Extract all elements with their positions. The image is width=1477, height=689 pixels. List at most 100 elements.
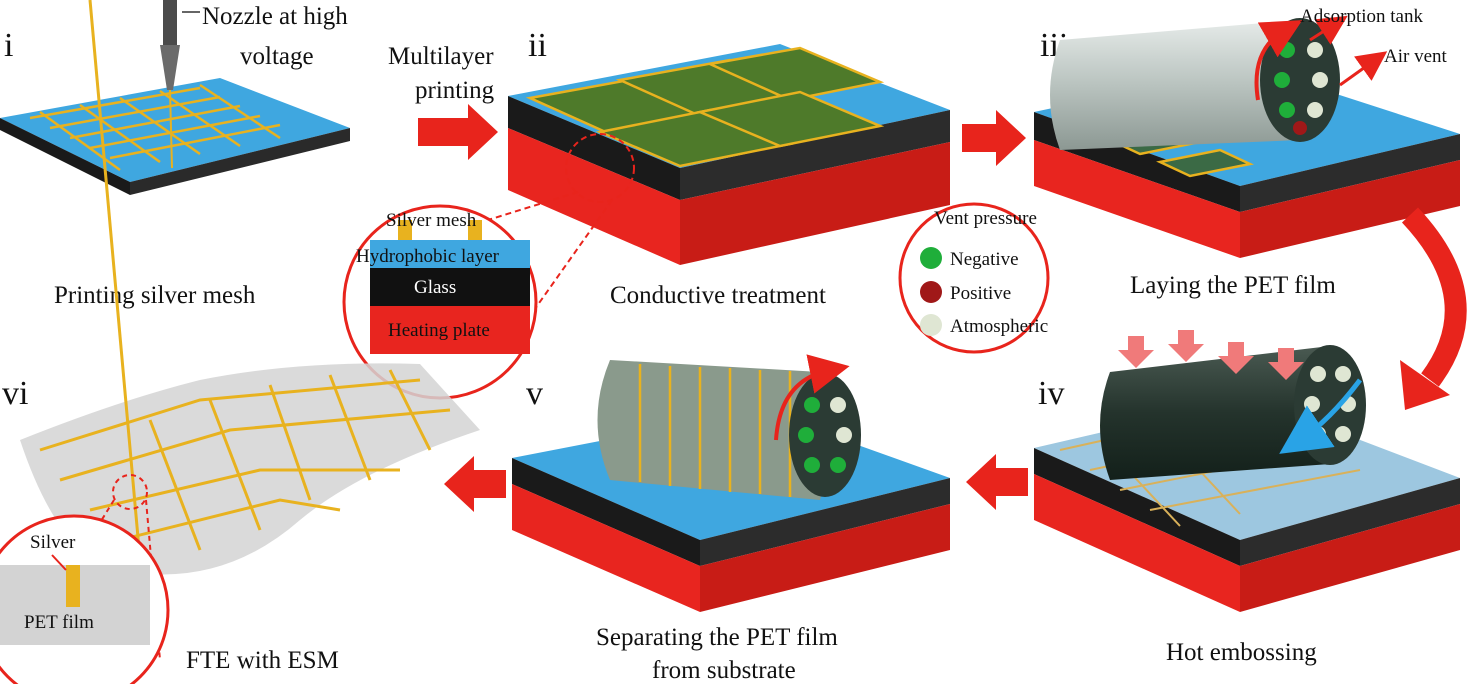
v-film-roller	[597, 360, 830, 500]
inset-heating-layer	[370, 306, 530, 354]
pet-inset-pet-label: PET film	[24, 612, 94, 633]
layer-stack-inset: Silver mesh Hydrophobic layer Glass Heat…	[342, 204, 538, 400]
silver-mesh-grid	[29, 83, 281, 172]
iii-heating-front	[1240, 160, 1460, 258]
arrow-i-to-ii	[418, 104, 498, 160]
panel-vi: vi FTE with ESM	[2, 0, 480, 674]
panel-vi-caption: FTE with ESM	[186, 647, 339, 674]
v-glass-front	[700, 478, 950, 566]
legend-atmospheric-label: Atmospheric	[950, 316, 1048, 337]
silver-mesh-block-right	[468, 220, 482, 242]
panel-i-numeral: i	[4, 27, 13, 64]
vi-mesh-on-film	[39, 0, 451, 561]
panel-v-numeral: v	[526, 375, 543, 412]
ii-silver-mesh	[525, 46, 885, 168]
panel-i-caption: Printing silver mesh	[54, 282, 256, 309]
panel-iv-caption: Hot embossing	[1166, 639, 1317, 666]
ii-heating-front	[680, 142, 950, 265]
inset-glass-label: Glass	[414, 277, 456, 298]
panel-v-caption-line1: Separating the PET film	[596, 624, 838, 651]
ii-glass-side	[508, 96, 680, 200]
panel-ii-caption: Conductive treatment	[610, 282, 826, 309]
arrow-v-to-vi	[444, 456, 506, 512]
vi-zoom-leader-1	[79, 499, 115, 556]
panel-iii: iii Adsorption tank Air vent Layi	[1034, 6, 1460, 299]
iii-roller	[1050, 15, 1388, 150]
legend-negative-label: Negative	[950, 249, 1019, 270]
panel-v-caption-line2: from substrate	[652, 657, 796, 684]
v-rotation-arrow	[774, 354, 850, 441]
silver-pointer	[51, 554, 67, 571]
arrow-ii-to-iii	[962, 110, 1026, 166]
multilayer-printing-step: Multilayer printing	[388, 43, 498, 160]
vent-pressure-legend: Vent pressure Negative Positive Atmosphe…	[898, 202, 1050, 354]
panel-i: i Nozzle at high voltage Printing silver…	[0, 0, 350, 309]
silver-mesh-block-left	[398, 220, 412, 242]
inset-silver-mesh-label: Silver mesh	[386, 210, 477, 231]
v-heating-front	[700, 504, 950, 612]
multilayer-label-line1: Multilayer	[388, 43, 494, 70]
glass-layer-front	[130, 128, 350, 195]
arrow-iii-to-iv-shaft	[1401, 207, 1467, 387]
ii-glass-front	[680, 110, 950, 200]
panel-v: v Separating the PET film from substrate	[512, 354, 950, 684]
iv-heating-side	[1034, 474, 1240, 612]
inset-heating-label: Heating plate	[388, 320, 490, 341]
iii-rotation-arrow	[1254, 20, 1303, 101]
ii-heating-side	[508, 128, 680, 265]
panel-iv: iv Hot embossing	[1034, 330, 1460, 666]
legend-title: Vent pressure	[934, 208, 1037, 229]
multilayer-label-line2: printing	[415, 77, 495, 104]
legend-circle	[898, 202, 1050, 354]
iv-glass-side	[1034, 448, 1240, 566]
air-vent-label: Air vent	[1384, 46, 1448, 67]
hydrophobic-surface	[0, 78, 350, 182]
v-glass-side	[512, 458, 700, 566]
adsorption-tank-pointer	[1309, 15, 1348, 45]
legend-positive-label: Positive	[950, 283, 1011, 304]
iii-vent-negative	[1279, 42, 1295, 58]
legend-positive-swatch	[920, 281, 942, 303]
v-heating-side	[512, 484, 700, 612]
vi-flexible-film	[20, 363, 480, 575]
nozzle-body	[163, 0, 177, 45]
inset-glass-layer	[370, 268, 530, 306]
silver-line-block	[66, 565, 80, 607]
panel-ii-numeral: ii	[528, 27, 547, 64]
legend-atmospheric-swatch	[920, 314, 942, 336]
panel-iv-numeral: iv	[1038, 375, 1064, 412]
nozzle-tip	[160, 45, 180, 90]
printing-jet	[169, 89, 173, 169]
ii-zoom-circle	[565, 133, 635, 203]
iv-rotation-arrow	[1279, 378, 1362, 454]
v-roller-vents	[798, 397, 852, 473]
arrow-iii-to-iv-head	[1400, 360, 1450, 410]
panel-ii: ii Conductive treatment	[429, 27, 950, 331]
glass-layer	[0, 118, 130, 195]
iv-glass-front	[1240, 478, 1460, 566]
inset-hydrophobic-layer	[370, 240, 530, 268]
iii-vent-atmospheric	[1307, 42, 1323, 58]
iii-vent-atmospheric	[1307, 102, 1323, 118]
iv-heating-front	[1240, 504, 1460, 612]
iii-vent-negative	[1279, 102, 1295, 118]
air-vent-pointer	[1339, 51, 1388, 87]
legend-negative-swatch	[920, 247, 942, 269]
iii-heating-side	[1034, 140, 1240, 258]
nozzle-label-line2: voltage	[240, 43, 314, 70]
inset-hydrophobic-label: Hydrophobic layer	[356, 246, 500, 267]
arrow-iv-to-v	[966, 454, 1028, 510]
pet-film-inset: Silver PET film	[0, 514, 170, 689]
pet-inset-silver-label: Silver	[30, 532, 76, 553]
iii-vent-positive	[1293, 121, 1307, 135]
ii-zoom-leader-1	[429, 191, 579, 239]
iii-glass-front	[1240, 134, 1460, 212]
panel-vi-numeral: vi	[2, 375, 28, 412]
nozzle-label-line1: Nozzle at high	[202, 3, 348, 30]
vi-zoom-circle	[112, 474, 148, 510]
iii-pet-film-roll	[1050, 20, 1310, 150]
iii-vent-atmospheric	[1312, 72, 1328, 88]
iv-pressure-arrows	[1118, 330, 1304, 380]
